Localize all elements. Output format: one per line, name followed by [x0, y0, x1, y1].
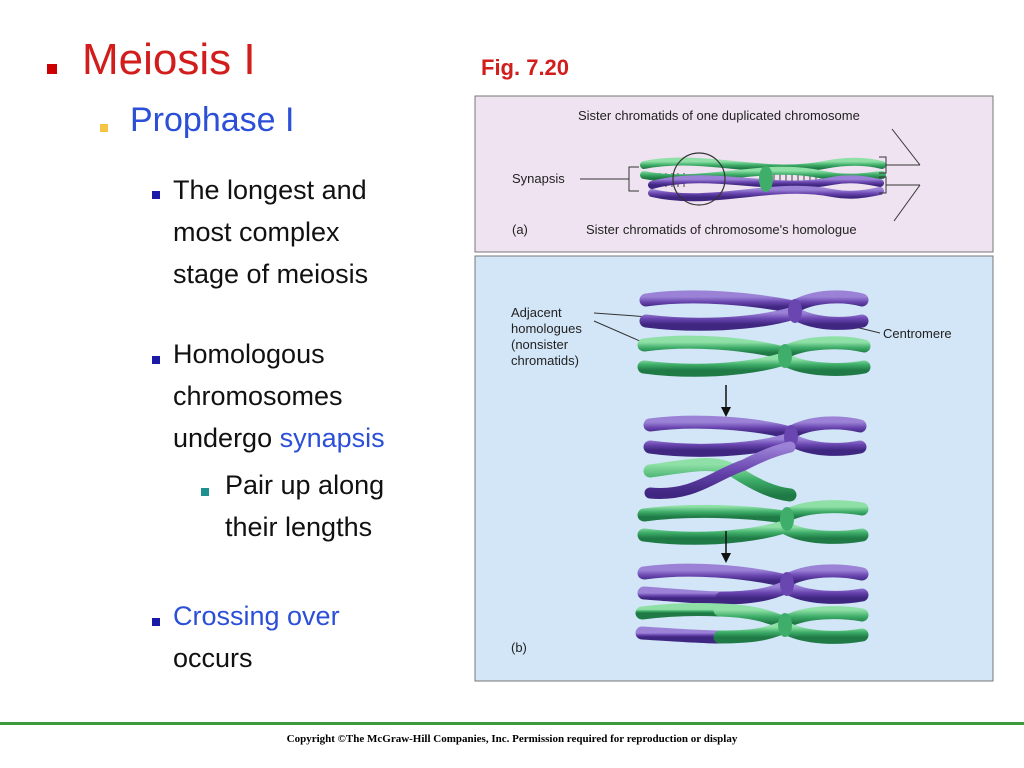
sub-bullet-line: Pair up along	[225, 470, 385, 500]
centromere-label: Centromere	[883, 326, 952, 341]
a-top-label: Sister chromatids of one duplicated chro…	[578, 108, 860, 123]
bullet-marker	[152, 191, 160, 199]
b-adjacent-label: Adjacent homologues (nonsister chromatid…	[511, 305, 585, 368]
bullet-1-line: most complex	[173, 217, 340, 247]
bullet-2-prefix: undergo	[173, 423, 280, 453]
subtitle-bullet	[100, 124, 108, 132]
bullet-1: The longest and most complex stage of me…	[173, 169, 368, 295]
slide-subtitle: Prophase I	[130, 101, 295, 139]
synapsis-drawing	[580, 128, 921, 222]
bullet-2-line-last: undergo synapsis	[173, 417, 385, 459]
b-panel-label: (b)	[511, 640, 527, 655]
sub-bullet-marker	[201, 488, 209, 496]
bullet-2-line: Homologous	[173, 339, 325, 369]
stage-3-chromosomes	[635, 563, 869, 644]
bullet-1-line: The longest and	[173, 175, 367, 205]
bullet-2: Homologous chromosomes undergo synapsis	[173, 333, 385, 459]
sub-bullet: Pair up along their lengths	[225, 464, 384, 548]
stage-2-chromosomes	[637, 415, 869, 545]
crossing-over-term: Crossing over	[173, 601, 340, 631]
stage-1-chromosomes	[637, 290, 871, 377]
synapsis-term: synapsis	[279, 423, 385, 453]
bullet-marker	[152, 356, 160, 364]
a-bottom-label: Sister chromatids of chromosome's homolo…	[586, 222, 857, 237]
sub-bullet-line: their lengths	[225, 512, 373, 542]
bullet-3: Crossing over occurs	[173, 595, 340, 679]
slide-title: Meiosis I	[82, 35, 256, 84]
bullet-marker	[152, 618, 160, 626]
b-adjacent-line: (nonsister	[511, 337, 569, 352]
b-adjacent-line: homologues	[511, 321, 582, 336]
bullet-3-rest: occurs	[173, 643, 253, 673]
figure-label: Fig. 7.20	[481, 55, 570, 80]
copyright-notice: Copyright ©The McGraw-Hill Companies, In…	[286, 733, 738, 745]
b-adjacent-line: Adjacent	[511, 305, 562, 320]
a-synapsis-label: Synapsis	[512, 171, 565, 186]
a-panel-label: (a)	[512, 222, 528, 237]
chromosome-figure: Sister chromatids of one duplicated chro…	[474, 95, 994, 682]
bullet-1-line: stage of meiosis	[173, 259, 369, 289]
b-adjacent-line: chromatids)	[511, 353, 579, 368]
title-bullet	[47, 64, 57, 74]
bullet-2-line: chromosomes	[173, 381, 343, 411]
footer-divider	[0, 722, 1024, 725]
